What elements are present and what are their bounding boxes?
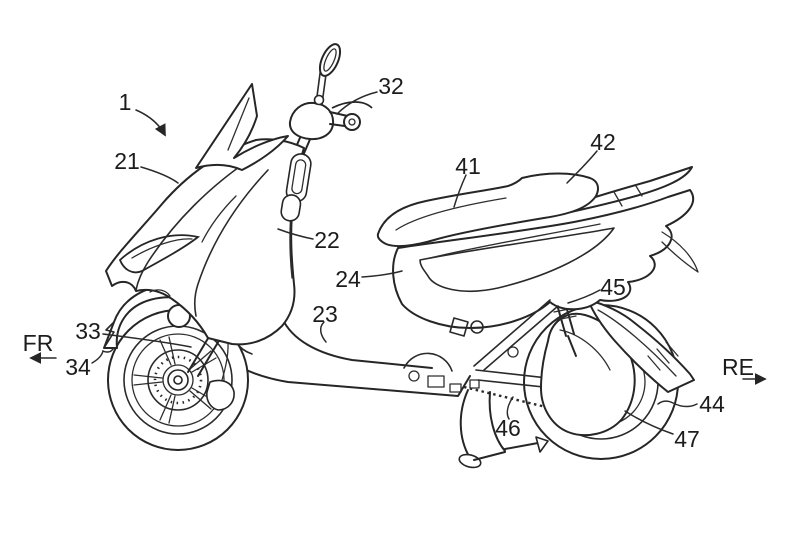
ref-label-32: 32 [378,73,404,99]
leader-45 [567,289,601,304]
ref-label-33: 33 [75,318,101,344]
rear-body-panel [392,189,699,329]
leader-41 [453,174,467,208]
leader-23 [319,321,327,343]
ref-label-41: 41 [455,153,481,179]
windshield [195,83,289,171]
ref-label-42: 42 [590,129,616,155]
ref-label-46: 46 [495,415,521,441]
front-wheel [107,309,249,451]
ref-label-22: 22 [314,227,340,253]
frame-details [449,299,559,371]
front-direction-label: FR [23,330,54,356]
leader-42 [566,150,598,184]
leader-22 [277,228,314,240]
ref-label-45: 45 [600,274,626,300]
mirror [318,43,342,77]
leader-24 [361,270,403,278]
rear-direction-label: RE [722,354,754,380]
ref-label-23: 23 [312,301,338,327]
reference-labels: 1 21 32 22 24 23 33 34 41 42 45 44 47 46 [65,73,725,452]
leader-21 [140,166,179,184]
ref-label-44: 44 [699,391,725,417]
brake-caliper [206,379,235,411]
ref-label-1: 1 [119,89,132,115]
leader-lines [91,91,698,435]
ref-label-21: 21 [114,148,140,174]
leader-32 [336,91,378,115]
ref-label-47: 47 [674,426,700,452]
drive-chain [463,385,551,410]
brake-lever [331,101,373,109]
rear-carrier-bracket [587,299,695,393]
throttle-grip-end [343,113,361,131]
leader-33 [102,333,192,348]
headlight [118,234,201,274]
ref-label-24: 24 [335,266,361,292]
leader-47 [624,410,674,435]
leader-1 [135,109,166,137]
leader-44 [657,400,698,408]
leader-34 [91,348,114,364]
center-stand [458,389,549,469]
direction-marker-rear: RE [722,354,767,385]
ref-label-34: 34 [65,354,91,380]
leader-46 [506,396,514,420]
front-cowl [105,138,305,346]
seat [376,172,599,248]
direction-marker-front: FR [23,330,57,364]
side-vent-slot [280,153,312,222]
handlebar-assembly [288,43,373,141]
